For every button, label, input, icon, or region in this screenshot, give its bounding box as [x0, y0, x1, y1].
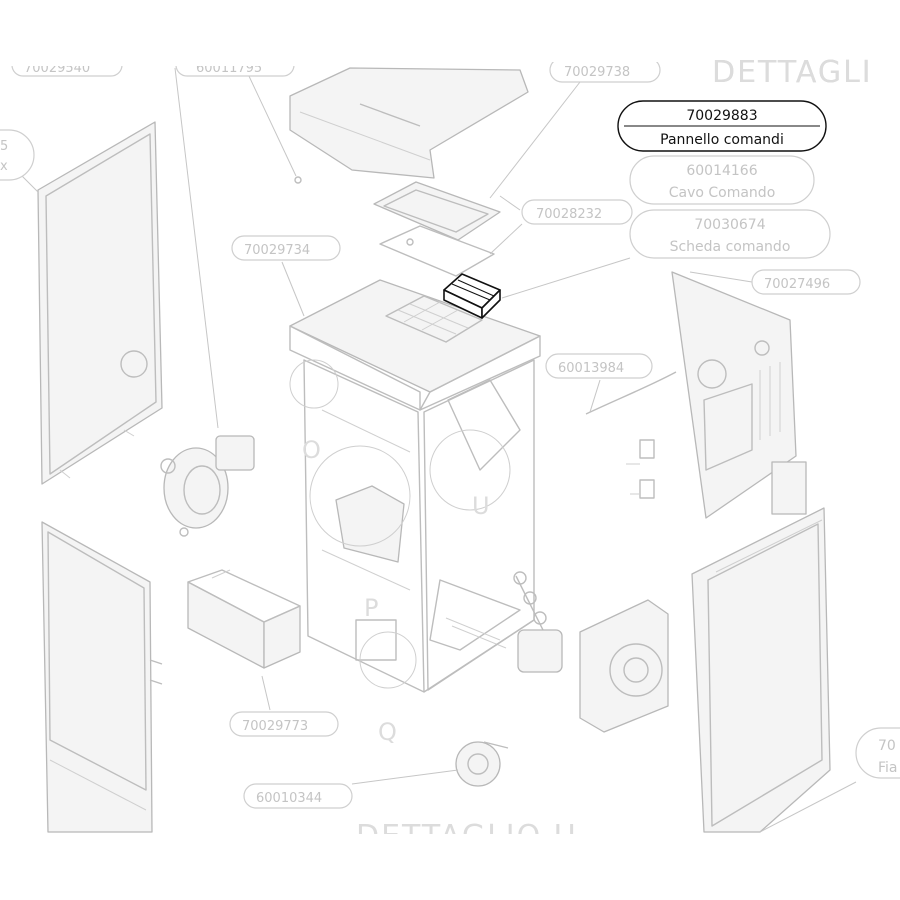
detail-circles: O U P Q [289, 359, 511, 746]
gear-motor[interactable] [455, 741, 509, 787]
back-panel-part[interactable] [671, 271, 807, 519]
callout-name: x [0, 159, 8, 174]
callout-code: 60014166 [686, 163, 757, 179]
callout-code: 70029738 [564, 65, 630, 80]
callout-70030674[interactable]: 70030674 Scheda comando [629, 209, 831, 259]
combustion-fan[interactable] [160, 435, 255, 537]
parts-artwork: O U P Q [21, 60, 857, 833]
callout-name: Scheda comando [670, 239, 791, 255]
exhaust-fan[interactable] [579, 599, 669, 733]
callout-60010344[interactable]: 60010344 [243, 783, 353, 809]
detail-marker-q: Q [378, 718, 397, 746]
stove-body[interactable] [289, 279, 541, 693]
callout-code: 70029773 [242, 719, 308, 734]
callout-code: 60010344 [256, 791, 322, 806]
selected-part-code: 70029883 [686, 108, 757, 124]
callout-partial-left[interactable]: 5 x [0, 129, 35, 181]
callout-code: 70 [878, 738, 896, 754]
callout-partial-right[interactable]: 70 Fia [855, 727, 900, 779]
callout-70029738[interactable]: 70029738 [549, 57, 661, 83]
callout-code: 70028232 [536, 207, 602, 222]
top-cover-part[interactable] [289, 67, 529, 184]
ash-drawer[interactable] [187, 569, 301, 669]
callout-70028232[interactable]: 70028232 [521, 199, 633, 225]
auger-motor[interactable] [513, 571, 563, 673]
callout-name: Fia [878, 760, 898, 776]
callout-70029734[interactable]: 70029734 [231, 235, 341, 261]
selected-part-name: Pannello comandi [660, 132, 784, 148]
callout-code: 5 [0, 139, 8, 154]
callout-70027496[interactable]: 70027496 [751, 269, 861, 295]
front-door[interactable] [41, 521, 163, 833]
callout-60014166[interactable]: 60014166 Cavo Comando [629, 155, 815, 205]
detail-marker-u: U [472, 492, 490, 520]
callout-name: Cavo Comando [669, 185, 776, 201]
cable-part[interactable] [585, 371, 677, 415]
callout-code: 60013984 [558, 361, 624, 376]
callout-code: 70029734 [244, 243, 310, 258]
glass-panel-part[interactable] [373, 181, 501, 241]
section-title-top: DETTAGLI [712, 55, 873, 90]
right-side-panel[interactable] [691, 507, 831, 833]
section-title-top-mask-redraw: DETTAGLI [712, 55, 873, 90]
detail-marker-p: P [364, 594, 378, 622]
control-panel-highlight[interactable] [443, 273, 501, 319]
callout-60013984[interactable]: 60013984 [545, 353, 653, 379]
leader-lines [21, 60, 857, 833]
callout-code: 70030674 [694, 217, 765, 233]
gasket-frame[interactable] [379, 225, 495, 277]
left-side-panel[interactable] [37, 121, 163, 485]
selected-part-callout[interactable]: 70029883 Pannello comandi [617, 100, 827, 152]
connectors[interactable] [626, 439, 655, 499]
callout-70029773[interactable]: 70029773 [229, 711, 339, 737]
detail-marker-o: O [302, 436, 321, 464]
callout-code: 70027496 [764, 277, 830, 292]
